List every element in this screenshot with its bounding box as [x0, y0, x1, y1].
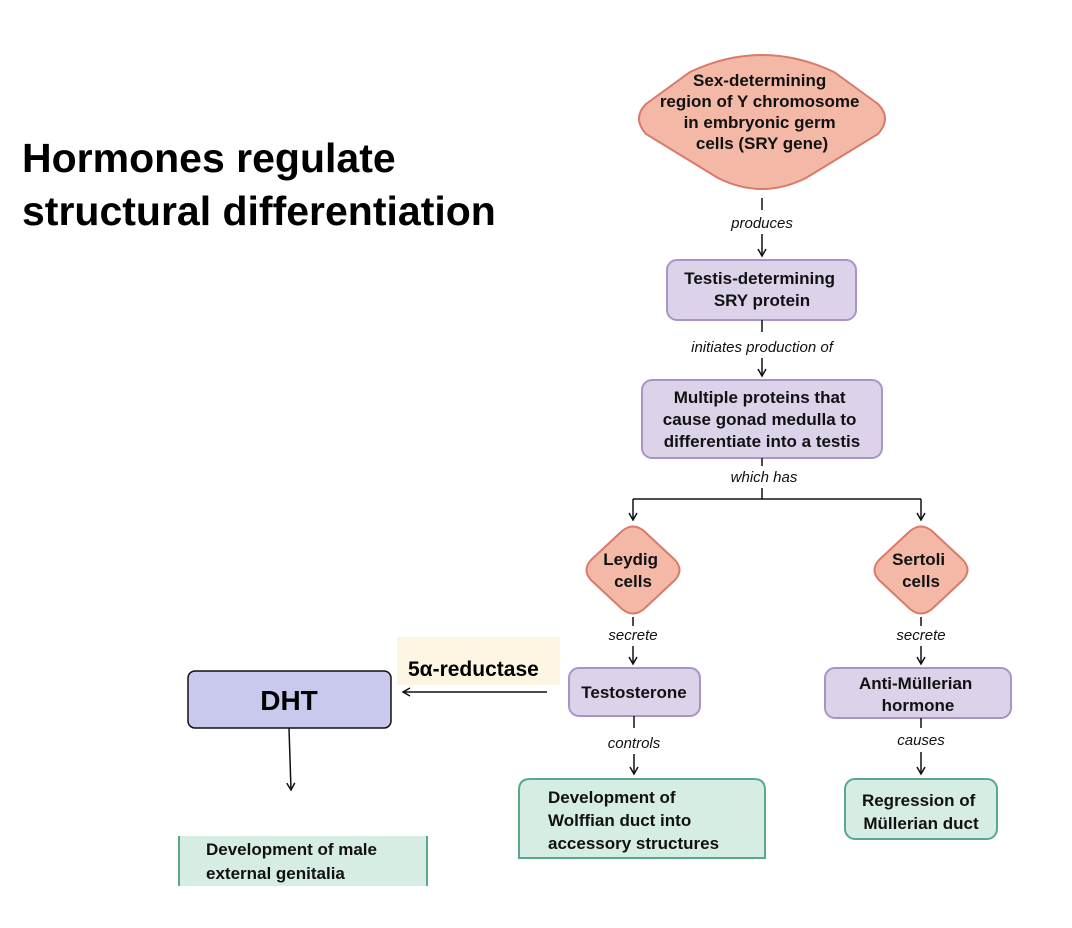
sertoli-line-1: Sertoli [892, 550, 945, 569]
connector-secrete-leydig: secrete [608, 627, 657, 644]
multiple-proteins-node: Multiple proteins that cause gonad medul… [641, 379, 883, 459]
svg-text:Development of Wolffian: Development of Wolffian duct into access… [548, 788, 719, 853]
sry-region-line-1: Sex-determining [693, 71, 826, 90]
leydig-line-1: Leydig [603, 550, 658, 569]
amh-line-1: Anti-Müllerian [859, 674, 972, 693]
connector-controls: controls [608, 735, 661, 752]
sertoli-line-2: cells [902, 572, 940, 591]
leydig-node: Leydig cells [585, 525, 681, 615]
wolffian-line-1: Development of [548, 788, 676, 807]
sry-region-line-3: in embryonic germ [684, 113, 836, 132]
svg-text:Anti-Müllerian hormone: Anti-Müllerian hormone [859, 674, 977, 715]
connector-causes: causes [897, 732, 945, 749]
enzyme-label-bg [397, 637, 560, 685]
amh-line-2: hormone [882, 696, 955, 715]
sry-region-shape [638, 54, 886, 190]
svg-text:Development of male exte: Development of male external genitalia [206, 840, 382, 883]
enzyme-label-node: 5α-reductase [397, 637, 560, 685]
genitalia-box [179, 836, 427, 886]
genitalia-line-1: Development of male [206, 840, 377, 859]
svg-text:Regression of Müllerian: Regression of Müllerian duct [862, 791, 980, 833]
amh-node: Anti-Müllerian hormone [824, 667, 1012, 719]
testosterone-label: Testosterone [581, 683, 687, 702]
sry-region-line-2: region of Y chromosome [660, 92, 860, 111]
svg-text:Testis-determining SRY p: Testis-determining SRY protein [684, 269, 840, 310]
wolffian-box [518, 778, 766, 859]
connector-produces: produces [730, 215, 793, 232]
connector-secrete-sertoli: secrete [896, 627, 945, 644]
sertoli-shape [873, 525, 969, 615]
genitalia-node: Development of male external genitalia [178, 836, 428, 886]
svg-text:Sex-determining region o: Sex-determining region of Y chromosome i… [660, 71, 864, 153]
sry-protein-node: Testis-determining SRY protein [666, 259, 857, 321]
mullerian-line-2: Müllerian duct [863, 814, 979, 833]
connector-which-has: which has [731, 469, 798, 486]
leydig-shape [585, 525, 681, 615]
mullerian-line-1: Regression of [862, 791, 976, 810]
multiple-proteins-line-1: Multiple proteins that [674, 388, 846, 407]
svg-text:Leydig cells: Leydig cells [603, 550, 663, 591]
wolffian-line-2: Wolffian duct into [548, 811, 691, 830]
leydig-line-2: cells [614, 572, 652, 591]
sertoli-node: Sertoli cells [873, 525, 969, 615]
enzyme-label: 5α-reductase [408, 658, 539, 681]
arrow-dht-down [286, 727, 296, 792]
svg-text:Sertoli cells: Sertoli cells [892, 550, 950, 591]
amh-box [824, 667, 1012, 719]
genitalia-line-2: external genitalia [206, 864, 345, 883]
sry-protein-line-1: Testis-determining [684, 269, 835, 288]
dht-node: DHT [187, 670, 392, 729]
sry-region-node: Sex-determining region of Y chromosome i… [638, 54, 886, 190]
wolffian-line-3: accessory structures [548, 834, 719, 853]
testosterone-node: Testosterone [568, 667, 701, 717]
mullerian-node: Regression of Müllerian duct [844, 778, 998, 840]
svg-text:Multiple proteins that c: Multiple proteins that cause gonad medul… [663, 388, 861, 451]
connector-initiates: initiates production of [691, 339, 835, 356]
sry-region-line-4: cells (SRY gene) [696, 134, 828, 153]
wolffian-node: Development of Wolffian duct into access… [518, 778, 766, 859]
slide-title: Hormones regulate structural differentia… [22, 135, 496, 234]
sry-protein-line-2: SRY protein [714, 291, 810, 310]
multiple-proteins-line-3: differentiate into a testis [664, 432, 860, 451]
mullerian-box [844, 778, 998, 840]
dht-label: DHT [260, 685, 318, 716]
multiple-proteins-line-2: cause gonad medulla to [663, 410, 857, 429]
